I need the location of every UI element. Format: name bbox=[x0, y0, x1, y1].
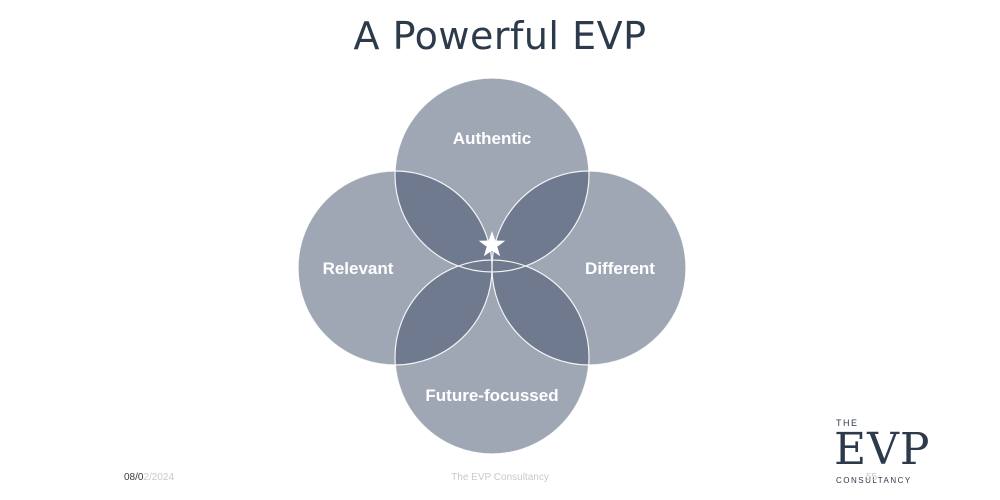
venn-overlap-top-left bbox=[395, 171, 492, 272]
footer-date-faded: 2/2024 bbox=[143, 472, 175, 483]
venn-label-right: Different bbox=[585, 259, 655, 278]
venn-label-top: Authentic bbox=[453, 129, 531, 148]
venn-overlap-bottom-right bbox=[492, 260, 589, 365]
venn-overlap-top-right bbox=[492, 171, 589, 272]
evp-consultancy-logo: THE EVP CONSULTANCY bbox=[834, 418, 944, 494]
logo-consultancy: CONSULTANCY bbox=[836, 476, 912, 485]
venn-label-left: Relevant bbox=[323, 259, 394, 278]
page-number: 55 bbox=[866, 472, 878, 483]
venn-outline-bottom bbox=[394, 259, 590, 455]
footer-date-visible: 08/0 bbox=[124, 472, 144, 483]
star-icon bbox=[478, 231, 506, 257]
footer-date: 08/02/2024 bbox=[124, 472, 174, 483]
logo-evp: EVP bbox=[834, 424, 931, 475]
slide-title: A Powerful EVP bbox=[353, 14, 647, 58]
venn-label-bottom: Future-focussed bbox=[425, 386, 558, 405]
logo-the: THE bbox=[836, 418, 859, 428]
venn-overlap-bottom-left bbox=[395, 260, 492, 365]
footer-company: The EVP Consultancy bbox=[451, 472, 549, 483]
